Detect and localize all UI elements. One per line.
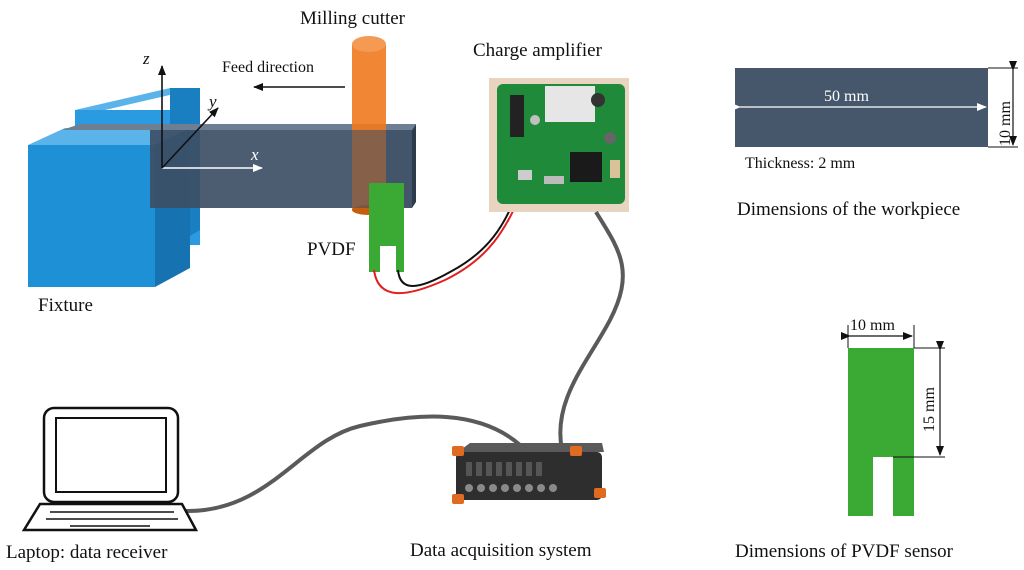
x-axis-label: x [250, 145, 259, 164]
thickness-label: Thickness: 2 mm [745, 155, 856, 172]
fixture-front-block [28, 145, 155, 287]
laptop [21, 406, 199, 532]
workpiece-dimension-drawing: 50 mm 10 mm [731, 61, 1018, 148]
sensor-caption: Dimensions of PVDF sensor [735, 541, 954, 562]
sensor-width-label: 10 mm [850, 317, 895, 334]
y-axis [161, 107, 219, 169]
daq-label: Data acquisition system [410, 540, 592, 561]
workpiece-width-label: 10 mm [997, 101, 1014, 146]
y-axis-label: y [207, 92, 217, 111]
laptop-label: Laptop: data receiver [6, 542, 168, 563]
red-wire [373, 189, 524, 295]
sensor-dimension-drawing: 10 mm 15 mm [841, 317, 945, 516]
z-axis-label: z [142, 49, 150, 68]
sensor-height-label: 15 mm [921, 387, 938, 432]
sensor-plan-view [848, 348, 914, 516]
pvdf-sensor [369, 183, 404, 272]
coordinate-axes: z y x [142, 49, 263, 172]
milling-cutter-label: Milling cutter [300, 8, 406, 29]
daq-device [452, 443, 606, 504]
fixture-label: Fixture [38, 295, 93, 316]
pvdf-label: PVDF [307, 239, 356, 260]
cable-laptop-daq [185, 414, 522, 514]
workpiece-caption: Dimensions of the workpiece [737, 199, 960, 220]
feed-direction-label: Feed direction [222, 59, 314, 76]
charge-amplifier-label: Charge amplifier [473, 40, 603, 61]
cable-amp-daq [558, 210, 625, 451]
workpiece-length-label: 50 mm [824, 88, 869, 105]
black-wire [397, 189, 519, 287]
charge-amplifier [489, 78, 629, 212]
